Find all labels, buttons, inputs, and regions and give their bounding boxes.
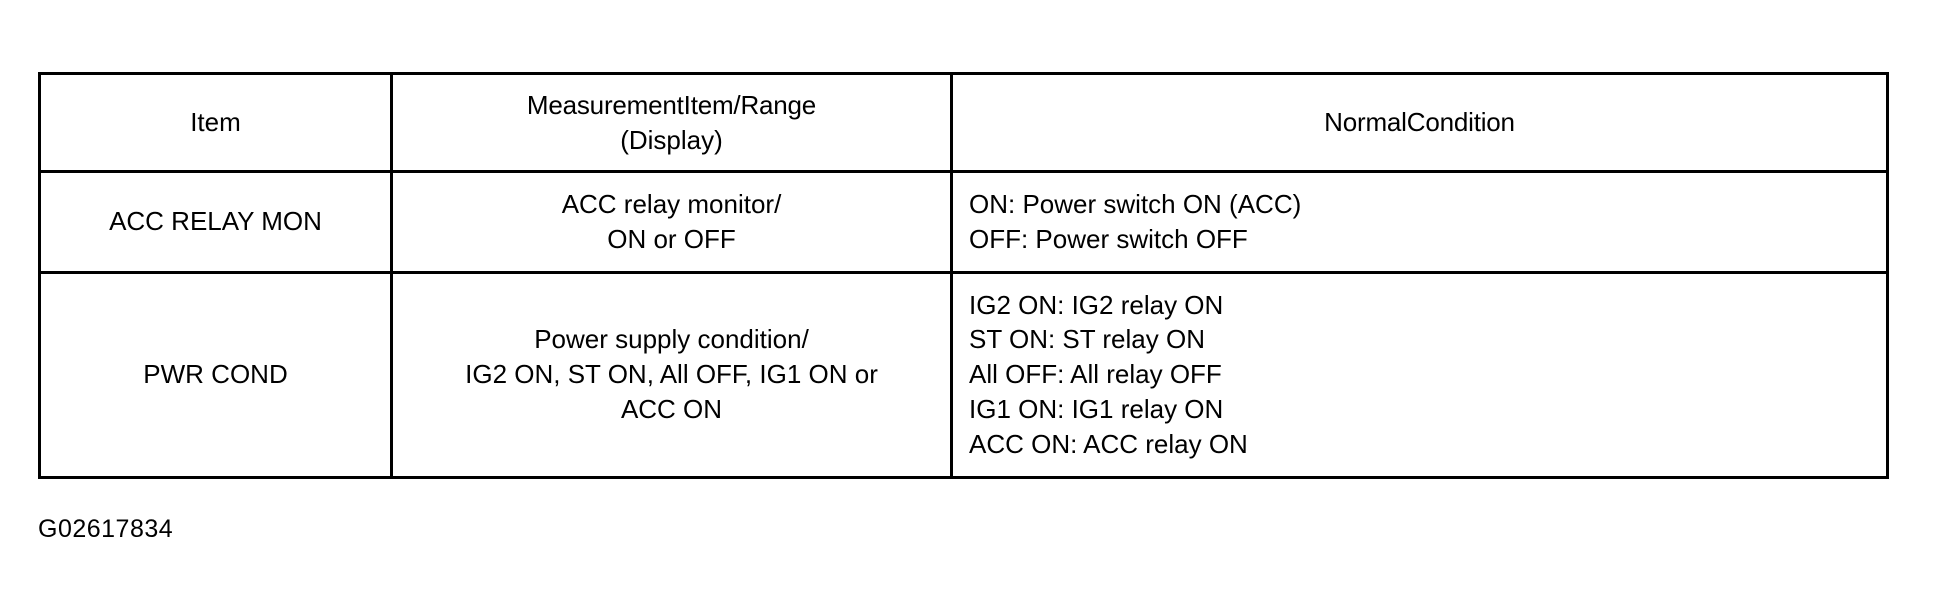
header-cell-item: Item <box>38 72 393 173</box>
item-name: PWR COND <box>143 359 288 390</box>
measurement-line: ACC ON <box>620 394 723 425</box>
table-row: ACC RELAY MON ACC relay monitor/ ON or O… <box>38 170 1889 274</box>
normal-condition-line: OFF: Power switch OFF <box>969 223 1248 254</box>
measurement-line: IG2 ON, ST ON, All OFF, IG1 ON or <box>465 359 878 390</box>
item-name: ACC RELAY MON <box>109 206 322 237</box>
header-cell-normal-condition: NormalCondition <box>950 72 1889 173</box>
cell-measurement-acc-relay-mon: ACC relay monitor/ ON or OFF <box>390 170 953 274</box>
figure-caption-code: G02617834 <box>38 515 174 543</box>
header-label-item: Item <box>190 107 241 138</box>
cell-item-pwr-cond: PWR COND <box>38 270 393 479</box>
header-label-normal-condition: NormalCondition <box>1324 107 1515 138</box>
normal-condition-line: All OFF: All relay OFF <box>969 359 1222 390</box>
cell-measurement-pwr-cond: Power supply condition/ IG2 ON, ST ON, A… <box>390 270 953 479</box>
header-cell-measurement: MeasurementItem/Range (Display) <box>390 72 953 173</box>
normal-condition-line: ACC ON: ACC relay ON <box>969 428 1248 459</box>
spec-table: Item MeasurementItem/Range (Display) Nor… <box>38 72 1889 479</box>
normal-condition-line: IG2 ON: IG2 relay ON <box>969 289 1224 320</box>
measurement-line: ACC relay monitor/ <box>561 189 782 219</box>
header-label-measurement-range: MeasurementItem/Range <box>526 89 817 120</box>
measurement-line: ON or OFF <box>607 223 736 254</box>
normal-condition-line: IG1 ON: IG1 relay ON <box>969 394 1224 425</box>
table-header-row: Item MeasurementItem/Range (Display) Nor… <box>38 72 1889 173</box>
measurement-line: Power supply condition/ <box>534 324 809 355</box>
normal-condition-line: ON: Power switch ON (ACC) <box>969 189 1302 219</box>
cell-normal-condition-pwr-cond: IG2 ON: IG2 relay ON ST ON: ST relay ON … <box>950 270 1889 479</box>
spec-table-container: Item MeasurementItem/Range (Display) Nor… <box>38 72 1889 479</box>
cell-normal-condition-acc-relay-mon: ON: Power switch ON (ACC) OFF: Power swi… <box>950 170 1889 274</box>
header-label-display: (Display) <box>620 124 723 155</box>
normal-condition-line: ST ON: ST relay ON <box>969 324 1205 355</box>
cell-item-acc-relay-mon: ACC RELAY MON <box>38 170 393 274</box>
table-row: PWR COND Power supply condition/ IG2 ON,… <box>38 270 1889 479</box>
